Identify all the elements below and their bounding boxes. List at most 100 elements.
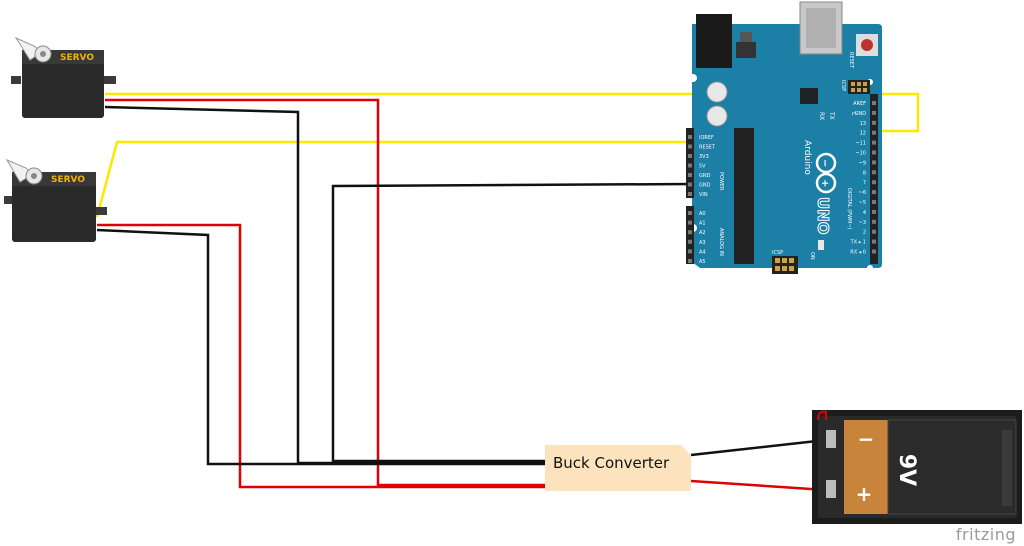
mounting-hole-icon — [689, 74, 697, 82]
rx-label: RX — [818, 112, 825, 120]
icsp-label: ICSP — [840, 80, 846, 91]
header-pin[interactable] — [688, 154, 692, 158]
pin-label: ~3 — [859, 220, 866, 226]
header-pin[interactable] — [688, 144, 692, 149]
header-pin[interactable] — [688, 259, 692, 263]
servo-bottom-power-wire[interactable] — [97, 223, 545, 489]
header-pin[interactable] — [688, 192, 692, 196]
buck-converter-note[interactable]: Buck Converter — [545, 445, 691, 491]
servo-bottom-signal-wire[interactable] — [95, 140, 873, 218]
pin-label: A3 — [699, 240, 706, 246]
pin-label: A1 — [699, 221, 706, 227]
pin-label: ~11 — [855, 141, 866, 147]
pin-label: VIN — [699, 192, 708, 198]
header-pin[interactable] — [872, 101, 876, 105]
servo-top-power-wire[interactable] — [105, 98, 545, 487]
header-pin[interactable] — [688, 239, 692, 244]
pin-label: ~6 — [859, 190, 866, 196]
servo-top-ground-wire[interactable] — [104, 105, 545, 465]
pin-label: RX ◂ 0 — [850, 250, 866, 256]
digital-label: DIGITAL (PWM~) — [846, 188, 852, 230]
header-pin[interactable] — [872, 239, 876, 244]
header-pin[interactable] — [688, 135, 692, 139]
header-pin[interactable] — [872, 219, 876, 224]
pin-label: 8 — [863, 170, 866, 176]
note-fold-corner — [681, 445, 691, 455]
pin-label: A5 — [699, 259, 706, 265]
header-pin[interactable] — [872, 130, 876, 135]
header-pin[interactable] — [688, 173, 692, 177]
header-pin[interactable] — [872, 110, 876, 115]
servo-top[interactable]: SERVO — [11, 36, 116, 118]
header-pin[interactable] — [688, 249, 692, 254]
battery-negative-wire[interactable] — [690, 438, 827, 457]
header-pin[interactable] — [688, 220, 692, 225]
arduino-uno-board[interactable]: RESET ICSP RX TX L − + Arduino UNO ON — [686, 1, 882, 274]
microcontroller-chip — [734, 128, 754, 264]
header-pin[interactable] — [872, 190, 876, 195]
battery-plus-label: + — [856, 482, 873, 506]
header-pin[interactable] — [872, 170, 876, 175]
arduino-ground-wire[interactable] — [331, 182, 693, 463]
pin-label: GND — [699, 173, 711, 179]
header-pin[interactable] — [872, 209, 876, 214]
header-pin[interactable] — [688, 211, 692, 215]
pin-label: 3V3 — [699, 154, 709, 160]
fritzing-watermark: fritzing — [955, 525, 1016, 544]
pin-label: RESET — [699, 145, 716, 151]
pin-label: 12 — [860, 131, 866, 137]
analog-header[interactable] — [686, 206, 694, 264]
header-pin[interactable] — [872, 150, 876, 155]
pin-label: ~5 — [859, 200, 866, 206]
header-pin[interactable] — [872, 249, 876, 254]
header-pin[interactable] — [688, 163, 692, 168]
pin-label: A4 — [699, 249, 706, 255]
model-label: UNO — [814, 197, 832, 235]
battery-negative-terminal[interactable] — [826, 430, 836, 448]
header-pin[interactable] — [872, 229, 876, 234]
battery-positive-wire[interactable] — [690, 479, 827, 492]
pin-label: 13 — [860, 121, 866, 127]
servo-bottom[interactable]: SERVO — [4, 158, 107, 242]
battery-9v[interactable]: − + 9V — [812, 410, 1022, 524]
header-pin[interactable] — [872, 140, 876, 145]
header-pin[interactable] — [872, 160, 876, 165]
servo-top-signal-wire[interactable] — [105, 92, 920, 133]
pin-label: TX ▸ 1 — [850, 240, 866, 246]
pin-label: 2 — [863, 230, 866, 236]
digital-header[interactable] — [870, 94, 878, 264]
brand-label: Arduino — [802, 140, 812, 175]
battery-positive-terminal[interactable] — [826, 480, 836, 498]
power-label: POWER — [718, 172, 724, 191]
svg-text:+: + — [819, 179, 830, 187]
power-jack-icon — [696, 14, 732, 68]
servo-bottom-ground-wire[interactable] — [96, 228, 545, 466]
battery-minus-label: − — [858, 427, 875, 451]
header-pin[interactable] — [688, 230, 692, 235]
header-pin[interactable] — [872, 180, 876, 185]
pin-label: AREF — [853, 101, 866, 107]
on-label: ON — [809, 252, 815, 260]
header-pin[interactable] — [872, 200, 876, 204]
pin-label: ~10 — [855, 151, 866, 157]
arduino-logo: − + — [815, 152, 837, 194]
header-pin[interactable] — [688, 182, 692, 187]
header-pin[interactable] — [872, 120, 876, 125]
tx-label: TX — [828, 111, 835, 120]
pin-label: 4 — [863, 210, 866, 216]
servo-bottom-label: SERVO — [51, 175, 85, 185]
battery-voltage-label: 9V — [894, 454, 919, 486]
wires — [95, 92, 920, 492]
servo-top-label: SERVO — [60, 53, 94, 63]
svg-text:−: − — [819, 159, 830, 167]
reset-label: RESET — [848, 52, 854, 69]
pin-label: 5V — [699, 164, 706, 170]
power-header[interactable] — [686, 128, 694, 198]
buck-converter-label: Buck Converter — [553, 454, 670, 472]
mounting-hole-icon — [867, 265, 873, 271]
icsp2-label: ICSP — [772, 250, 783, 256]
